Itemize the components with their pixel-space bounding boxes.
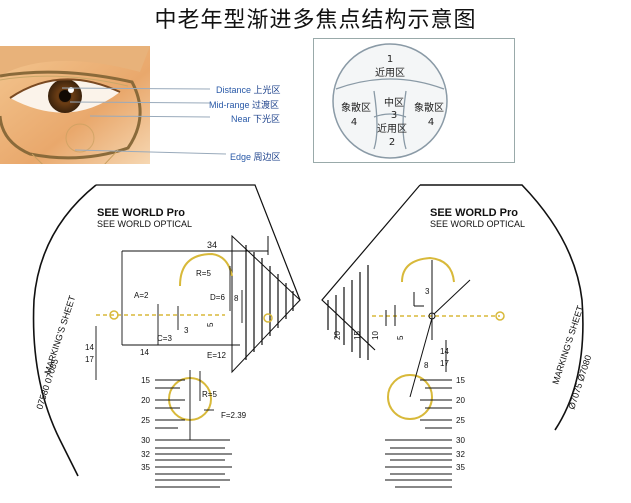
zone-right-number: 4 bbox=[428, 117, 434, 128]
right-dim-17: 17 bbox=[440, 359, 449, 368]
right-scale-15: 15 bbox=[456, 376, 465, 385]
zone-mid-name: 中区 bbox=[384, 96, 404, 109]
left-dim-5: 5 bbox=[206, 322, 215, 327]
zone-mid-number: 3 bbox=[391, 110, 397, 121]
lens-zone-diagram bbox=[332, 43, 448, 159]
right-company: SEE WORLD OPTICAL bbox=[430, 219, 525, 229]
zone-near-name: 近用区 bbox=[377, 122, 407, 135]
eye-label-near: Near 下光区 bbox=[231, 114, 281, 125]
right-scale-32: 32 bbox=[456, 450, 465, 459]
eye-photo bbox=[0, 46, 150, 164]
left-side-text: MARKING'S SHEET bbox=[42, 294, 77, 376]
eye-label-distance: Distance 上光区 bbox=[216, 85, 281, 96]
left-scale-35: 35 bbox=[141, 463, 150, 472]
left-dim-d6: D=6 bbox=[210, 293, 225, 302]
right-dim-5: 5 bbox=[396, 335, 405, 340]
left-dim-3: 3 bbox=[184, 326, 189, 335]
right-dim-15: 15 bbox=[353, 331, 362, 340]
left-dim-r5-bottom: R=5 bbox=[202, 390, 217, 399]
left-scale-20: 20 bbox=[141, 396, 150, 405]
zone-far-number: 1 bbox=[387, 54, 393, 65]
left-company: SEE WORLD OPTICAL bbox=[97, 219, 192, 229]
right-dim-14: 14 bbox=[440, 347, 449, 356]
left-codes: 07580 07085 bbox=[34, 358, 60, 411]
left-dim-8: 8 bbox=[234, 294, 239, 303]
left-scale-32: 32 bbox=[141, 450, 150, 459]
left-dim-34: 34 bbox=[207, 240, 217, 250]
label-leader-lines bbox=[61, 87, 227, 155]
eye-label-edge: Edge 周边区 bbox=[230, 151, 281, 163]
left-dim-f239: F=2.39 bbox=[221, 411, 247, 420]
zone-near-number: 2 bbox=[389, 137, 395, 148]
right-dim-20: 20 bbox=[333, 331, 342, 340]
eye-label-midrange: Mid-range 过渡区 bbox=[209, 99, 280, 111]
right-marking-sheet bbox=[321, 184, 584, 488]
left-scale-30: 30 bbox=[141, 436, 150, 445]
right-brand: SEE WORLD Pro bbox=[430, 207, 518, 219]
zone-right-name: 象散区 bbox=[414, 101, 444, 114]
zone-far-name: 近用区 bbox=[375, 66, 405, 79]
eye-label-list: Distance 上光区 Mid-range 过渡区 Near 下光区 Edge… bbox=[209, 84, 281, 165]
left-scale-15: 15 bbox=[141, 376, 150, 385]
zone-left-number: 4 bbox=[351, 117, 357, 128]
left-dim-e12: E=12 bbox=[207, 351, 226, 360]
right-dim-10: 10 bbox=[371, 331, 380, 340]
zone-left-name: 象散区 bbox=[341, 101, 371, 114]
left-dim-c3: C=3 bbox=[157, 334, 172, 343]
right-scale-20: 20 bbox=[456, 396, 465, 405]
marking-sheets: SEE WORLD Pro SEE WORLD OPTICAL 34 R=5 A… bbox=[32, 184, 593, 488]
right-scale-35: 35 bbox=[456, 463, 465, 472]
left-brand: SEE WORLD Pro bbox=[97, 207, 185, 219]
left-marking-sheet bbox=[32, 184, 301, 488]
right-dim-8: 8 bbox=[424, 361, 429, 370]
right-scale-30: 30 bbox=[456, 436, 465, 445]
right-scale-25: 25 bbox=[456, 416, 465, 425]
lens-zone-panel: 1 近用区 中区 3 象散区 4 象散区 4 近用区 2 bbox=[313, 38, 515, 163]
left-dim-r5-top: R=5 bbox=[196, 269, 211, 278]
page-title: 中老年型渐进多焦点结构示意图 bbox=[154, 8, 477, 33]
left-dim-a2: A=2 bbox=[134, 291, 149, 300]
eye-photo-panel bbox=[0, 46, 300, 164]
left-dim-14: 14 bbox=[140, 348, 149, 357]
right-dim-3: 3 bbox=[425, 287, 430, 296]
left-scale-25: 25 bbox=[141, 416, 150, 425]
